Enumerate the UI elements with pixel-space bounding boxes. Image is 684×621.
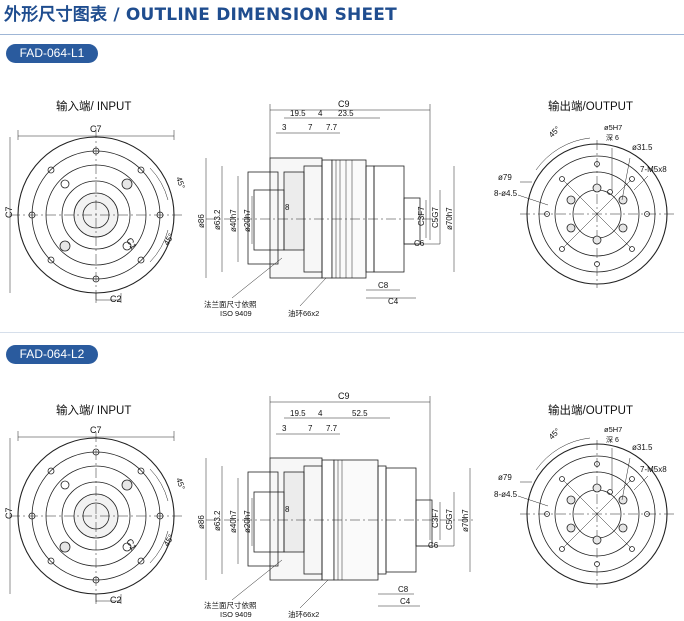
dim-holes-l2: 8-ø4.5 [494, 490, 518, 499]
dim-depth-l2: 深 6 [606, 435, 619, 444]
output-view-l1 [517, 137, 674, 288]
input-view-l1 [9, 128, 182, 303]
dim-c2-l1: C2 [110, 294, 122, 304]
dim-7-l2: 7 [308, 424, 313, 433]
dim-7-7-l1: 7.7 [326, 123, 338, 132]
dim-phi79-l1: ø79 [498, 173, 512, 182]
dim-holes-l1: 8-ø4.5 [494, 189, 518, 198]
iso-note-l2: ISO 9409 [220, 610, 252, 619]
model-badge-l1: FAD-064-L1 [6, 44, 98, 63]
header-divider [0, 34, 684, 35]
dim-phi5-l1: ø5H7 [604, 123, 622, 132]
dim-phi63-l2: ø63.2 [213, 510, 222, 531]
dim-phi31-l2: ø31.5 [632, 443, 653, 452]
input-view-l2 [9, 431, 182, 604]
angle-a-l1: 45° [174, 176, 187, 190]
output-label-l2: 输出端/OUTPUT [548, 405, 633, 417]
dim-7-l1: 7 [308, 123, 313, 132]
panel-divider [0, 332, 684, 333]
dim-7-7-l2: 7.7 [326, 424, 338, 433]
angle-b-l2: 45° [162, 533, 176, 548]
input-label-l1: 输入端/ INPUT [56, 101, 132, 113]
flange-note-l1: 法兰面尺寸依照 [204, 299, 257, 309]
dim-phi40-l2: ø40h7 [229, 510, 238, 533]
dim-phi5-l2: ø5H7 [604, 425, 622, 434]
dim-phi63-l1: ø63.2 [213, 209, 222, 230]
dim-19-5-l2: 19.5 [290, 409, 306, 418]
dim-c6-l2: C6 [428, 541, 439, 550]
dim-phi31-l1: ø31.5 [632, 143, 653, 152]
dim-c1-l1: C1 [124, 236, 138, 251]
dim-phi40-l1: ø40h7 [229, 209, 238, 232]
dim-phi70-l2: ø70h7 [461, 509, 470, 532]
dim-c9-l2: C9 [338, 391, 350, 401]
oil-ring-note-l2: 油环66x2 [288, 609, 319, 619]
dim-phi79-l2: ø79 [498, 473, 512, 482]
dim-phi20-l1: ø20h7 [243, 209, 252, 232]
dim-19-5-l1: 19.5 [290, 109, 306, 118]
dim-3-l1: 3 [282, 123, 287, 132]
output-view-l2 [517, 437, 674, 588]
dim-c6-l1: C6 [414, 239, 425, 248]
dim-c5-l1: C5G7 [431, 207, 440, 228]
dim-c7-top-l2: C7 [90, 425, 102, 435]
dim-c4-l1: C4 [388, 297, 399, 306]
dim-c1-l2: C1 [124, 537, 138, 552]
dim-c8-l1: C8 [378, 281, 389, 290]
input-label-l2: 输入端/ INPUT [56, 405, 132, 417]
dim-phi86-l2: ø86 [197, 515, 206, 529]
dim-phi86-l1: ø86 [197, 214, 206, 228]
dim-c2-l2: C2 [110, 595, 122, 605]
dim-m5-l1: 7-M5x8 [640, 165, 667, 174]
dim-depth-l1: 深 6 [606, 133, 619, 142]
dim-c7-top-l1: C7 [90, 124, 102, 134]
dim-c3-l1: C3F7 [417, 206, 426, 226]
dim-phi70-l1: ø70h7 [445, 207, 454, 230]
dim-c9-l1: C9 [338, 99, 350, 109]
dim-4-l2: 4 [318, 409, 323, 418]
dim-long-l2: 52.5 [352, 409, 368, 418]
dim-c8-l2: C8 [398, 585, 409, 594]
dim-3-l2: 3 [282, 424, 287, 433]
page-title: 外形尺寸图表 / OUTLINE DIMENSION SHEET [4, 5, 397, 25]
dim-m5-l2: 7-M5x8 [640, 465, 667, 474]
dim-c5-l2: C5G7 [445, 509, 454, 530]
dim-4-l1: 4 [318, 109, 323, 118]
side-view-l2 [205, 396, 474, 609]
dim-c7-side-l1: C7 [4, 206, 14, 218]
dim-phi20-l2: ø20h7 [243, 510, 252, 533]
angle-a-l2: 45° [174, 477, 187, 491]
dim-c4-l2: C4 [400, 597, 411, 606]
output-label-l1: 输出端/OUTPUT [548, 101, 633, 113]
side-view-l1 [205, 104, 455, 307]
dim-long-l1: 23.5 [338, 109, 354, 118]
oil-ring-note-l1: 油环66x2 [288, 308, 319, 318]
dim-c3-l2: C3F7 [431, 508, 440, 528]
dim-c7-side-l2: C7 [4, 507, 14, 519]
angle-out-l2: 45° [547, 426, 562, 441]
model-badge-l2: FAD-064-L2 [6, 345, 98, 364]
flange-note-l2: 法兰面尺寸依照 [204, 600, 257, 610]
dim-8-l1: 8 [285, 203, 290, 212]
iso-note-l1: ISO 9409 [220, 309, 252, 318]
dim-8-l2: 8 [285, 505, 290, 514]
